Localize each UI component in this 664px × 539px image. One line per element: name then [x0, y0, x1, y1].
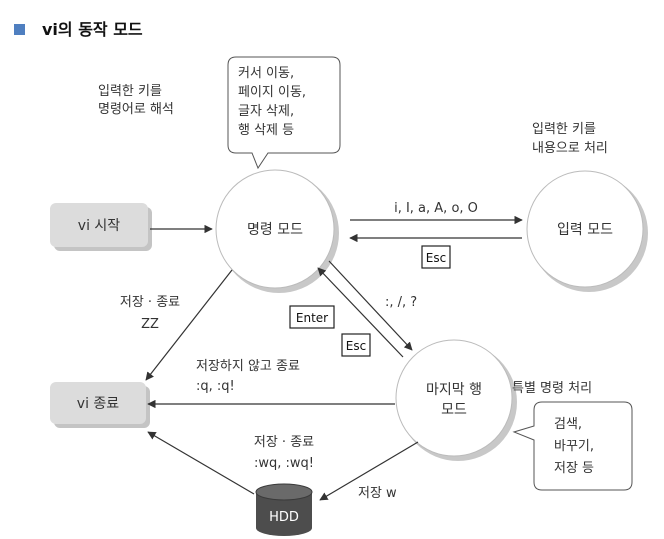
input-desc-line-1: 입력한 키를: [532, 122, 596, 137]
last-line-bubble: [512, 401, 633, 491]
arrow-command-to-end: [145, 269, 233, 381]
end-box: [50, 382, 146, 424]
last-line-mode-label-2: 모드: [441, 402, 467, 418]
hdd-body: [256, 492, 312, 536]
title-marker: [14, 24, 25, 35]
edge-label-save-quit-zz-1: 저장 · 종료: [120, 295, 180, 310]
last-line-bubble-line-3: 저장 등: [554, 461, 594, 476]
last-line-desc: 특별 명령 처리: [512, 381, 592, 396]
command-bubble-line-2: 페이지 이동,: [238, 85, 306, 100]
command-bubble: [227, 56, 341, 170]
edge-label-to-input: i, I, a, A, o, O: [394, 201, 478, 216]
command-bubble-line-4: 행 삭제 등: [238, 122, 294, 138]
edge-label-save-quit-wq-2: :wq, :wq!: [254, 456, 314, 471]
command-desc-line-1: 입력한 키를: [98, 84, 162, 99]
hdd-label: HDD: [269, 510, 299, 525]
last-line-mode-node: [395, 339, 513, 457]
enter-key-box: [289, 305, 335, 329]
command-mode-node: [215, 169, 335, 289]
start-label: vi 시작: [78, 218, 121, 234]
page-title: vi의 동작 모드: [42, 20, 143, 39]
input-mode-label: 입력 모드: [557, 222, 613, 238]
input-mode-node: [526, 170, 644, 288]
esc-key-label: Esc: [426, 251, 446, 265]
command-mode-label: 명령 모드: [247, 222, 303, 238]
hdd-top: [255, 483, 313, 501]
arrow-command-to-last-line: [328, 260, 413, 351]
esc-key-label-2: Esc: [346, 339, 366, 353]
arrow-hdd-to-end: [147, 431, 255, 495]
edge-label-save-quit-wq-1: 저장 · 종료: [254, 435, 314, 450]
edge-label-save-quit-zz-2: ZZ: [141, 317, 159, 332]
command-bubble-line-1: 커서 이동,: [238, 66, 294, 81]
end-label: vi 종료: [77, 396, 120, 412]
start-box: [50, 203, 148, 247]
command-bubble-line-3: 글자 삭제,: [238, 104, 294, 119]
input-desc-line-2: 내용으로 처리: [532, 141, 608, 156]
last-line-bubble-line-2: 바꾸기,: [554, 439, 594, 454]
esc-key-box: [421, 245, 451, 269]
arrow-last-line-to-hdd: [319, 441, 419, 501]
last-line-mode-label-1: 마지막 행: [426, 382, 482, 398]
arrow-last-line-to-command: [317, 267, 404, 358]
last-line-bubble-line-1: 검색,: [554, 417, 582, 432]
edge-label-to-last-line: :, /, ?: [385, 295, 417, 310]
edge-label-quit-no-save-1: 저장하지 않고 종료: [196, 359, 300, 374]
edge-label-quit-no-save-2: :q, :q!: [196, 379, 235, 394]
esc-key-box-2: [341, 333, 371, 357]
edge-label-save-w: 저장 w: [358, 486, 397, 501]
enter-key-label: Enter: [296, 311, 328, 325]
command-desc-line-2: 명령어로 해석: [98, 102, 174, 117]
